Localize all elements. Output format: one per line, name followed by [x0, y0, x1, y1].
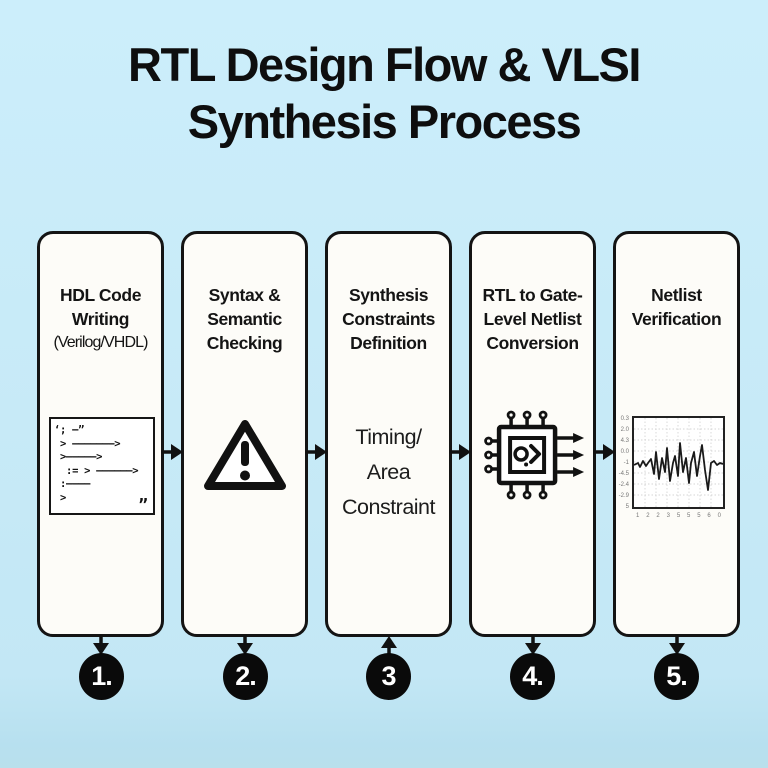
arrow-right-icon	[161, 440, 184, 464]
chip-icon	[483, 410, 587, 504]
step-number-badge-1: 1.	[79, 653, 124, 700]
diagram-title-line-2: Synthesis Process	[187, 95, 582, 148]
step-card-syntax-semantic-checking: Syntax & Semantic Checking	[181, 231, 308, 637]
card-title-line: Verification	[631, 309, 722, 329]
arrow-down-icon	[521, 635, 545, 656]
card-title-line: RTL to Gate-	[482, 285, 583, 305]
waveform-x-ticks: 1 2 2 3 5 5 5 6 0	[636, 513, 721, 519]
card-title-line: Writing	[71, 309, 130, 329]
arrow-down-icon	[665, 635, 689, 656]
step-card-synthesis-constraints-definition: Synthesis Constraints Definition Timing/…	[325, 231, 452, 637]
diagram-title-line-1: RTL Design Flow & VLSI	[128, 38, 641, 91]
diagram-title: RTL Design Flow & VLSI Synthesis Process	[0, 36, 768, 150]
step-number-badge-3: 3	[366, 653, 411, 700]
arrow-right-icon	[593, 440, 616, 464]
card-title-line: Netlist	[651, 285, 702, 305]
step-number-badge-2: 2.	[223, 653, 268, 700]
card-title-line: Syntax &	[208, 285, 281, 305]
code-snippet-icon: ‘; —” > ———————> >—————> := > ——————> :—…	[49, 417, 155, 515]
step-number-badge-4: 4.	[510, 653, 555, 700]
warning-triangle-icon	[201, 416, 289, 494]
card-title-line: Conversion	[486, 333, 579, 353]
card-title: Synthesis Constraints Definition	[328, 283, 449, 355]
waveform-plot-area	[632, 416, 725, 509]
card-title: Syntax & Semantic Checking	[184, 283, 305, 355]
card-title: HDL Code Writing (Verilog/VHDL)	[40, 283, 161, 354]
card-title-line: Checking	[206, 333, 283, 353]
body-line: Timing/	[355, 425, 422, 449]
card-title-line: Definition	[350, 333, 427, 353]
card-title: Netlist Verification	[616, 283, 737, 331]
closing-quote-mark: ”	[138, 495, 148, 514]
card-title: RTL to Gate- Level Netlist Conversion	[472, 283, 593, 355]
step-card-hdl-code-writing: HDL Code Writing (Verilog/VHDL) ‘; —” > …	[37, 231, 164, 637]
body-line: Area	[366, 460, 411, 484]
waveform-chart-icon: 0.3 2.0 4.3 0.0 -1 -4.5 -2.4 -2.9 5	[616, 412, 737, 527]
arrow-right-icon	[305, 440, 328, 464]
card-title-line: Constraints	[342, 309, 435, 329]
body-line: Constraint	[342, 495, 436, 519]
card-title-line: Synthesis	[348, 285, 429, 305]
step-number-badge-5: 5.	[654, 653, 699, 700]
waveform-y-ticks: 0.3 2.0 4.3 0.0 -1 -4.5 -2.4 -2.9 5	[618, 416, 629, 510]
timing-area-constraint-text: Timing/ Area Constraint	[328, 420, 449, 525]
card-title-line: Semantic	[207, 309, 282, 329]
step-card-netlist-verification: Netlist Verification 0.3 2.0 4.3 0.0 -1 …	[613, 231, 740, 637]
card-subtitle: (Verilog/VHDL)	[53, 334, 148, 351]
arrow-right-icon	[449, 440, 472, 464]
arrow-down-icon	[89, 635, 113, 656]
card-title-line: Level Netlist	[483, 309, 582, 329]
step-card-rtl-to-gate-level-netlist: RTL to Gate- Level Netlist Conversion	[469, 231, 596, 637]
card-title-line: HDL Code	[59, 285, 142, 305]
arrow-down-icon	[233, 635, 257, 656]
